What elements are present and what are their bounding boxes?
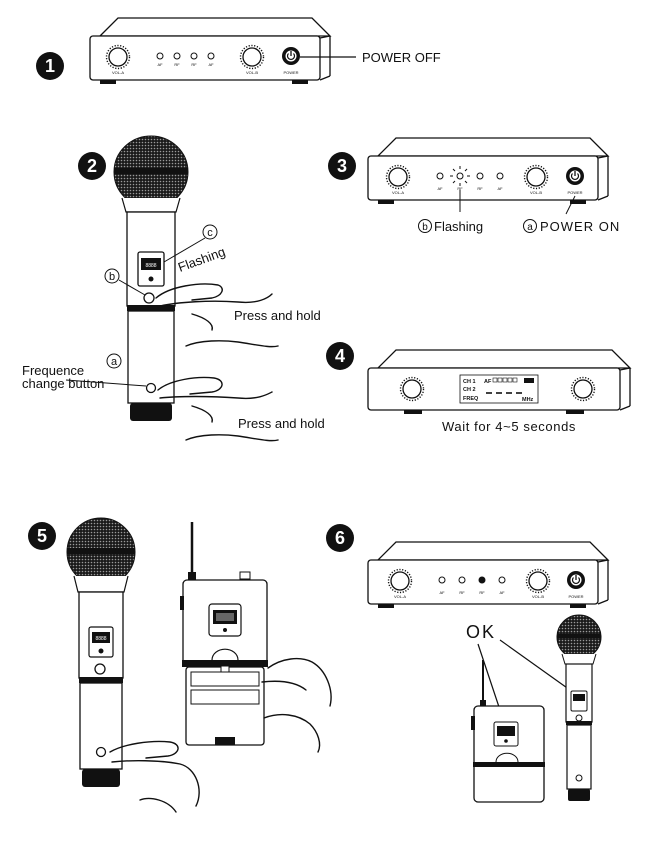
ok-label: OK — [466, 622, 496, 642]
vol-b-label: VOL-B — [530, 190, 542, 195]
svg-text:8888: 8888 — [95, 636, 106, 642]
step-4-number: 4 — [335, 346, 345, 366]
step-2: 2 8888 c Flashing b — [22, 135, 325, 442]
frequence-label-line1: Frequence — [22, 363, 84, 378]
step-4: 4 CH 1 CH 2 FREQ AF — [326, 342, 632, 434]
vol-b-label: VOL-B — [532, 594, 544, 599]
receiver-synced: VOL-A AF RF RF AF VOL-B POWER — [367, 541, 610, 608]
hand-pressing-frequence — [109, 740, 200, 813]
rf-led-lit — [478, 576, 486, 584]
power-on-label: POWER ON — [540, 219, 620, 234]
flashing-label: Flashing — [176, 244, 227, 275]
marker-a-letter: a — [527, 222, 533, 233]
hand-pressing-frequence — [157, 376, 279, 442]
power-label: POWER — [567, 190, 582, 195]
step-5-number: 5 — [37, 526, 47, 546]
receiver-on: VOL-A AF RF RF AF VOL-B POWER — [367, 137, 610, 204]
vol-a-label: VOL-A — [112, 70, 124, 75]
bodypack-transmitter-synced — [471, 660, 545, 803]
rf-led-flashing — [456, 172, 464, 180]
marker-a-letter: a — [111, 356, 118, 368]
af-label: AF — [208, 62, 214, 67]
lcd-mhz: MHz — [522, 397, 534, 403]
receiver-off: VOL-A AF RF RF AF VOL-B POWER — [89, 17, 332, 84]
flashing-label: Flashing — [434, 219, 483, 234]
marker-c — [202, 224, 218, 240]
step-3: 3 VOL-A AF RF RF AF — [328, 137, 620, 234]
power-off-callout: POWER OFF — [362, 50, 441, 65]
lcd-freq: FREQ — [463, 396, 479, 402]
frequence-change-button — [145, 382, 157, 394]
power-button — [143, 292, 155, 304]
lcd-ch1: CH 1 — [463, 379, 476, 385]
marker-c-letter: c — [207, 227, 213, 239]
lcd-af: AF — [484, 379, 492, 385]
vol-a-label: VOL-A — [392, 190, 404, 195]
handheld-microphone-3 — [556, 614, 602, 801]
af-label: AF — [437, 186, 443, 191]
svg-text:8888: 8888 — [145, 263, 156, 269]
rf-label: RF — [479, 590, 485, 595]
press-and-hold-1: Press and hold — [234, 308, 321, 323]
marker-b — [418, 219, 432, 233]
step-6-badge — [326, 524, 354, 552]
step-5-badge — [28, 522, 56, 550]
af-label: AF — [439, 590, 445, 595]
receiver-display: CH 1 CH 2 FREQ AF MHz — [367, 349, 632, 414]
step-2-badge — [78, 152, 106, 180]
step-3-badge — [328, 152, 356, 180]
marker-b-letter: b — [422, 222, 428, 233]
af-label: AF — [157, 62, 163, 67]
wait-label: Wait for 4~5 seconds — [442, 419, 576, 434]
handheld-microphone-1: 8888 — [113, 135, 189, 421]
marker-b — [104, 268, 120, 284]
step-6: 6 VOL-A AF RF RF AF VOL-B POWER — [326, 524, 610, 803]
rf-label: RF — [191, 62, 197, 67]
step-4-badge — [326, 342, 354, 370]
af-label: AF — [497, 186, 503, 191]
step-1: 1 VOL-A AF RF RF AF VOL-B POWER — [36, 17, 441, 84]
lcd-screen: CH 1 CH 2 FREQ AF MHz — [459, 374, 539, 404]
hand-opening-cover — [261, 657, 332, 753]
vol-b-label: VOL-B — [246, 70, 258, 75]
marker-a — [106, 353, 122, 369]
rf-label: RF — [477, 186, 483, 191]
marker-b-letter: b — [109, 271, 115, 283]
step-2-number: 2 — [87, 156, 97, 176]
frequence-label-line2: change button — [22, 376, 104, 391]
rf-label: RF — [174, 62, 180, 67]
power-label: POWER — [568, 594, 583, 599]
step-5: 5 8888 — [28, 517, 332, 813]
lcd-ch2: CH 2 — [463, 387, 476, 393]
vol-a-label: VOL-A — [394, 594, 406, 599]
bodypack-transmitter — [180, 522, 268, 746]
power-label: POWER — [283, 70, 298, 75]
step-3-number: 3 — [337, 156, 347, 176]
af-label: AF — [499, 590, 505, 595]
rf-label: RF — [459, 590, 465, 595]
step-1-number: 1 — [45, 56, 55, 76]
press-and-hold-2: Press and hold — [238, 416, 325, 431]
step-6-number: 6 — [335, 528, 345, 548]
step-1-badge — [36, 52, 64, 80]
marker-a — [523, 219, 537, 233]
hand-pressing-power — [155, 283, 279, 348]
handheld-microphone-2: 8888 — [66, 517, 136, 787]
rf-label: RF — [457, 186, 463, 191]
